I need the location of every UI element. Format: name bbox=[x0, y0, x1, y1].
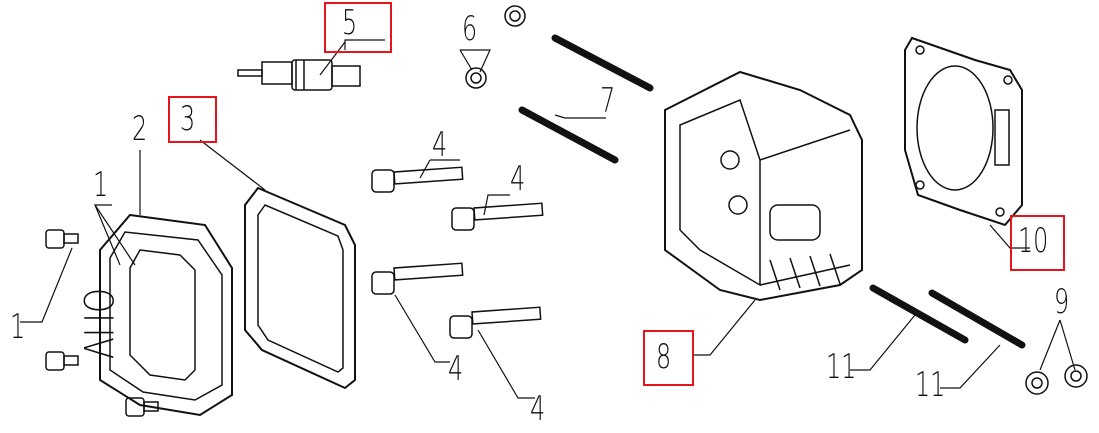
bolts-drawing bbox=[45, 166, 544, 417]
highlight-box-3 bbox=[168, 96, 217, 143]
callout-1: 1 bbox=[93, 165, 109, 205]
valve-cover-drawing bbox=[99, 213, 233, 417]
callout-1: 1 bbox=[10, 307, 26, 347]
highlight-box-5 bbox=[324, 2, 392, 53]
highlight-box-10 bbox=[1010, 215, 1065, 271]
callout-5: 5 bbox=[342, 3, 358, 43]
cover-gasket-drawing bbox=[244, 186, 356, 390]
callout-9: 9 bbox=[1054, 282, 1070, 322]
callout-11: 11 bbox=[826, 347, 857, 387]
callout-10: 10 bbox=[1018, 221, 1049, 261]
callout-11: 11 bbox=[915, 365, 946, 405]
callout-6: 6 bbox=[462, 9, 478, 49]
callout-4: 4 bbox=[432, 125, 448, 165]
leader-lines bbox=[20, 39, 1076, 399]
callout-4: 4 bbox=[510, 159, 526, 199]
callout-3: 3 bbox=[180, 99, 196, 139]
cover-logo: OHV bbox=[74, 288, 120, 360]
spark-plug-drawing bbox=[237, 59, 361, 91]
studs-drawing bbox=[518, 34, 1026, 349]
callout-4: 4 bbox=[448, 349, 464, 389]
highlight-box-8 bbox=[643, 330, 694, 386]
callout-4: 4 bbox=[530, 389, 546, 429]
callout-2: 2 bbox=[132, 109, 148, 149]
callout-7: 7 bbox=[600, 81, 616, 121]
cylinder-head-drawing bbox=[664, 70, 863, 302]
callout-8: 8 bbox=[656, 337, 672, 377]
head-gasket-drawing bbox=[904, 36, 1023, 227]
nuts-drawing bbox=[465, 5, 1088, 395]
